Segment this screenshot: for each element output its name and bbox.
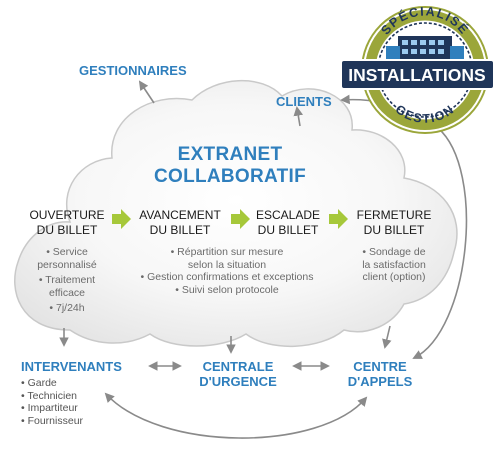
flow-arrows xyxy=(112,209,348,229)
bullet-text: • Service xyxy=(46,246,88,258)
bullet-text: la satisfaction xyxy=(362,258,426,271)
bullet-text: efficace xyxy=(49,286,85,299)
arrow-intervenants-centre xyxy=(104,392,368,439)
stage-title-line1: FERMETURE xyxy=(356,208,432,222)
list-item: • Impartiteur xyxy=(21,402,78,415)
bullet-text: • 7j/24h xyxy=(49,302,85,314)
stage-escalade: ESCALADE DU BILLET xyxy=(246,208,330,238)
stage-title-line2: DU BILLET xyxy=(257,223,319,237)
list-item: • Technicien xyxy=(21,389,78,402)
arrow-to-clients xyxy=(293,106,303,127)
list-item: • Fournisseur xyxy=(21,414,84,427)
stage-fermeture: FERMETURE DU BILLET xyxy=(346,208,442,238)
stage-fermeture-bullets: • Sondage de la satisfaction client (opt… xyxy=(346,246,442,284)
cloud-title: EXTRANET COLLABORATIF xyxy=(120,144,340,188)
centre-line1: CENTRE xyxy=(353,359,407,374)
centre-appels-label: CENTRE D'APPELS xyxy=(334,359,426,389)
centrale-urgence-label: CENTRALE D'URGENCE xyxy=(184,359,292,389)
gestionnaires-label: GESTIONNAIRES xyxy=(79,63,187,78)
intervenants-list: • Garde • Technicien • Impartiteur • Fou… xyxy=(21,377,83,427)
bullet-text: • Sondage de xyxy=(362,246,426,258)
flow-arrow-1 xyxy=(112,209,131,229)
arrow-to-centre-from-cloud xyxy=(382,325,392,349)
flow-arrow-2 xyxy=(231,209,250,229)
stage-title-line1: AVANCEMENT xyxy=(139,208,221,222)
arrow-to-gestionnaires xyxy=(138,80,155,104)
stage-avancement: AVANCEMENT DU BILLET xyxy=(130,208,230,238)
bullet-text: client (option) xyxy=(362,271,426,283)
stage-title-line2: DU BILLET xyxy=(363,223,425,237)
stage-title-line1: ESCALADE xyxy=(255,208,321,222)
bullet-text: personnalisé xyxy=(37,258,97,271)
centrale-line1: CENTRALE xyxy=(202,359,274,374)
stage-title-line2: DU BILLET xyxy=(149,223,211,237)
centrale-line2: D'URGENCE xyxy=(199,374,277,389)
cloud-title-line2: COLLABORATIF xyxy=(153,166,307,187)
bullet-text: selon la situation xyxy=(187,258,267,271)
specialise-badge: SPÉCIALISÉ INSTALLATIONS GESTION xyxy=(340,4,494,134)
stage-title-line1: OUVERTURE xyxy=(29,208,105,222)
stage-ouverture: OUVERTURE DU BILLET xyxy=(14,208,120,238)
flow-arrow-3 xyxy=(329,209,348,229)
stage-title-line2: DU BILLET xyxy=(36,223,98,237)
centre-line2: D'APPELS xyxy=(347,374,413,389)
stage-ouverture-bullets: • Service personnalisé • Traitement effi… xyxy=(14,246,120,315)
list-item: • Garde xyxy=(21,377,57,389)
bullet-text: • Gestion confirmations et exceptions xyxy=(140,271,314,283)
stage-avancement-bullets: • Répartition sur mesure selon la situat… xyxy=(112,246,342,296)
cloud-title-line1: EXTRANET xyxy=(177,144,283,165)
bullet-text: • Traitement xyxy=(38,274,96,286)
badge-banner-text: INSTALLATIONS xyxy=(348,65,485,85)
clients-label: CLIENTS xyxy=(276,94,332,109)
bullet-text: • Suivi selon protocole xyxy=(175,283,279,296)
badge-banner xyxy=(340,59,494,90)
bullet-text: • Répartition sur mesure xyxy=(170,246,284,258)
intervenants-label: INTERVENANTS xyxy=(21,359,122,374)
